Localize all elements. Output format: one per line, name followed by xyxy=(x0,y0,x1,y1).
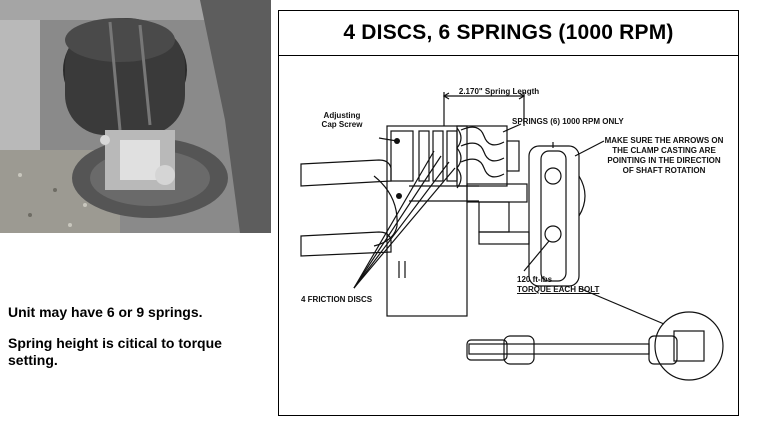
label-friction-discs: 4 FRICTION DISCS xyxy=(301,295,373,304)
notes: Unit may have 6 or 9 springs. Spring hei… xyxy=(8,304,270,383)
label-arrows-4: OF SHAFT ROTATION xyxy=(622,166,706,175)
clutch-photo xyxy=(0,0,271,233)
label-torque-each-bolt: TORQUE EACH BOLT xyxy=(517,285,600,294)
label-arrows-1: MAKE SURE THE ARROWS ON xyxy=(604,136,724,145)
note-springs-count: Unit may have 6 or 9 springs. xyxy=(8,304,203,320)
label-torque-value: 120 ft-lbs xyxy=(517,275,553,284)
label-springs: SPRINGS (6) 1000 RPM ONLY xyxy=(512,117,624,126)
note-spring-height: Spring height is citical to torque setti… xyxy=(8,335,222,368)
label-arrows-2: THE CLAMP CASTING ARE xyxy=(612,146,716,155)
diagram-panel: 4 DISCS, 6 SPRINGS (1000 RPM) xyxy=(278,10,739,416)
diagram-title: 4 DISCS, 6 SPRINGS (1000 RPM) xyxy=(279,11,738,56)
label-adjusting-cap-screw-2: Cap Screw xyxy=(321,120,363,129)
label-arrows-3: POINTING IN THE DIRECTION xyxy=(607,156,721,165)
clutch-diagram: 2.170" Spring Length Adjusting Cap Screw… xyxy=(279,56,738,415)
label-spring-length: 2.170" Spring Length xyxy=(458,87,540,96)
label-adjusting-cap-screw-1: Adjusting xyxy=(323,111,361,120)
clutch-photo-drawing xyxy=(0,0,271,233)
clutch-cross-section xyxy=(300,92,724,381)
